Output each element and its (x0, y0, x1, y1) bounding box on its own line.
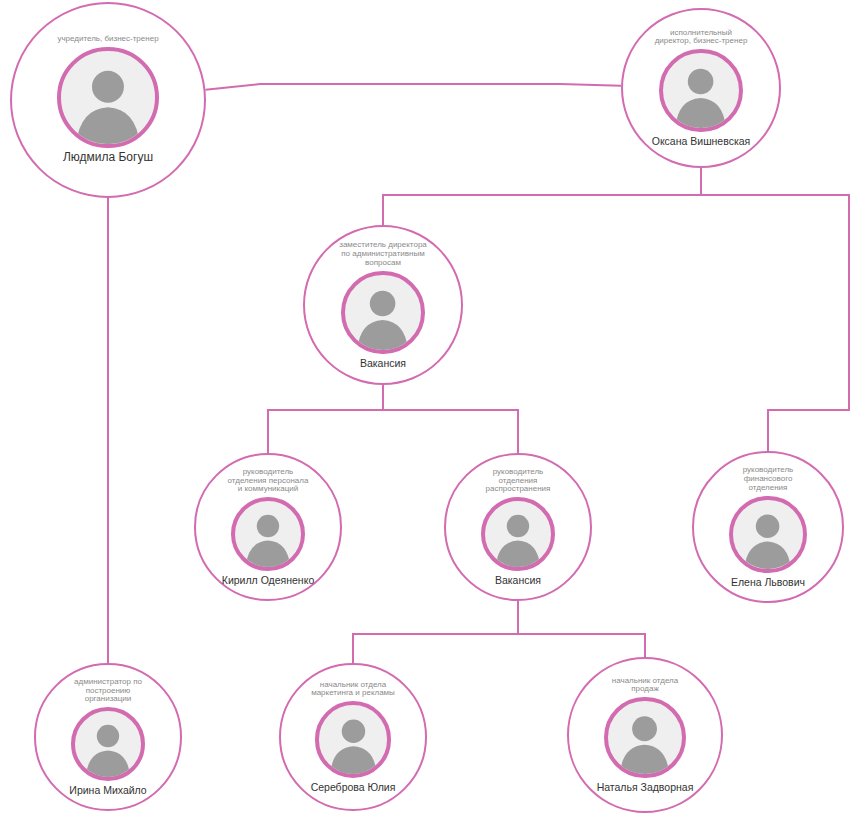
person-circle: руководитель отделения распространенияВа… (444, 453, 592, 601)
silhouette-body (76, 107, 140, 145)
person-name: Елена Львович (731, 576, 805, 588)
silhouette-icon (61, 51, 155, 145)
photo-placeholder (71, 707, 145, 781)
person-circle: учредитель, бизнес-тренерЛюдмила Богуш (10, 2, 206, 198)
photo-placeholder (729, 496, 806, 573)
photo-placeholder (57, 47, 159, 149)
silhouette-body (330, 747, 377, 775)
photo-placeholder (341, 271, 424, 354)
role-title: исполнительный директор, бизнес-тренер (655, 29, 748, 47)
silhouette-body (620, 745, 670, 774)
person-circle: администратор по построению организацииИ… (34, 663, 182, 811)
role-title: заместитель директора по административны… (337, 241, 430, 267)
silhouette-icon (235, 501, 301, 567)
person-name: Сереброва Юлия (311, 781, 396, 793)
role-title: руководитель отделения персонала и комму… (225, 468, 311, 494)
silhouette-body (744, 541, 791, 569)
org-connector (353, 601, 518, 663)
silhouette-icon (608, 701, 681, 774)
org-connector (268, 385, 383, 453)
person-name: Вакансия (495, 574, 541, 586)
silhouette-head (370, 290, 396, 316)
person-name: Оксана Вишневская (652, 135, 751, 147)
role-title: руководитель отделения распространения (475, 468, 561, 494)
photo-placeholder (659, 49, 742, 132)
org-connector (205, 84, 621, 90)
org-connector (383, 385, 518, 453)
photo-placeholder (604, 697, 685, 778)
person-name: Вакансия (360, 357, 406, 369)
photo-placeholder (315, 701, 392, 778)
photo-placeholder (481, 497, 555, 571)
silhouette-head (341, 720, 364, 743)
person-circle: руководитель отделения персонала и комму… (194, 453, 342, 601)
org-connector (107, 198, 109, 663)
silhouette-head (633, 717, 658, 742)
person-name: Наталья Задворная (597, 781, 694, 793)
person-circle: начальник отдела продажНаталья Задворная (567, 657, 723, 813)
silhouette-head (97, 725, 119, 747)
silhouette-body (246, 541, 291, 567)
silhouette-body (675, 98, 726, 128)
org-connector (383, 168, 701, 225)
silhouette-icon (345, 275, 420, 350)
person-circle: начальник отдела маркетинга и рекламыСер… (279, 663, 427, 811)
role-title: руководитель финансового отделения (724, 466, 812, 492)
role-title: администратор по построению организации (65, 678, 151, 704)
silhouette-head (257, 515, 279, 537)
silhouette-icon (485, 501, 551, 567)
silhouette-head (756, 514, 780, 538)
person-circle: исполнительный директор, бизнес-тренерОк… (621, 8, 781, 168)
silhouette-icon (733, 500, 802, 569)
org-connector (701, 168, 849, 451)
person-circle: руководитель финансового отделенияЕлена … (692, 451, 844, 603)
person-name: Кирилл Одеяненко (222, 574, 314, 586)
silhouette-head (92, 70, 124, 102)
person-name: Ирина Михайло (69, 784, 146, 796)
role-title: начальник отдела продаж (600, 677, 690, 695)
silhouette-icon (663, 53, 738, 128)
photo-placeholder (231, 497, 305, 571)
silhouette-body (357, 320, 408, 350)
silhouette-icon (319, 705, 388, 774)
role-title: начальник отдела маркетинга и рекламы (310, 681, 396, 699)
silhouette-body (496, 541, 541, 567)
person-name: Людмила Богуш (63, 151, 153, 165)
person-circle: заместитель директора по административны… (303, 225, 463, 385)
silhouette-head (688, 69, 714, 95)
role-title: учредитель, бизнес-тренер (57, 35, 158, 44)
org-connector (518, 601, 645, 657)
silhouette-head (507, 515, 529, 537)
silhouette-icon (75, 711, 141, 777)
silhouette-body (86, 751, 131, 777)
